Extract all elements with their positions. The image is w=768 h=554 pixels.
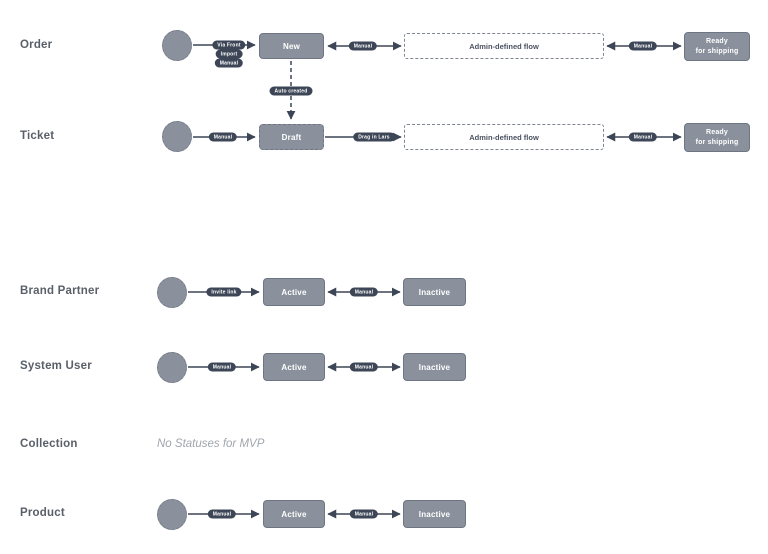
auto-created-pill: Auto created xyxy=(269,86,313,96)
product-state-active: Active xyxy=(263,500,325,528)
collection-note: No Statuses for MVP xyxy=(157,438,265,450)
brand-state-active: Active xyxy=(263,278,325,306)
row-label-product: Product xyxy=(20,507,65,519)
ticket-admin-defined-flow: Admin-defined flow xyxy=(404,124,604,150)
product-transition-manual: Manual xyxy=(207,509,237,519)
brand-transition-invite-link: Invite link xyxy=(206,287,242,297)
brand-start-node xyxy=(157,277,187,308)
ticket-transition-manual: Manual xyxy=(208,132,238,142)
sysuser-state-inactive: Inactive xyxy=(403,353,466,381)
order-transition-import: Import xyxy=(215,49,243,59)
ready-line-1: Ready xyxy=(705,38,728,46)
sysuser-state-active: Active xyxy=(263,353,325,381)
ticket-state-draft: Draft xyxy=(259,124,324,150)
product-state-inactive: Inactive xyxy=(403,500,466,528)
order-transition-manual-mid: Manual xyxy=(348,41,378,51)
sysuser-transition-manual-2: Manual xyxy=(349,362,379,372)
row-label-brand-partner: Brand Partner xyxy=(20,285,100,297)
row-label-ticket: Ticket xyxy=(20,130,55,142)
ready-line-2: for shipping xyxy=(695,138,739,146)
ready-line-2: for shipping xyxy=(695,47,739,55)
ticket-state-ready: Ready for shipping xyxy=(684,123,750,152)
order-start-node xyxy=(162,30,192,61)
row-label-collection: Collection xyxy=(20,438,78,450)
order-transition-via-front: Via Front xyxy=(212,40,246,50)
ticket-transition-manual-end: Manual xyxy=(628,132,658,142)
row-label-order: Order xyxy=(20,39,53,51)
sysuser-start-node xyxy=(157,352,187,383)
ready-line-1: Ready xyxy=(705,129,728,137)
row-label-system-user: System User xyxy=(20,360,92,372)
order-transition-manual-end: Manual xyxy=(628,41,658,51)
product-start-node xyxy=(157,499,187,530)
ticket-start-node xyxy=(162,121,192,152)
order-state-new: New xyxy=(259,33,324,59)
product-transition-manual-2: Manual xyxy=(349,509,379,519)
brand-transition-manual: Manual xyxy=(349,287,379,297)
sysuser-transition-manual: Manual xyxy=(207,362,237,372)
ticket-transition-drag: Drag in Lars xyxy=(353,132,395,142)
brand-state-inactive: Inactive xyxy=(403,278,466,306)
order-admin-defined-flow: Admin-defined flow xyxy=(404,33,604,59)
order-transition-manual: Manual xyxy=(214,58,244,68)
order-state-ready: Ready for shipping xyxy=(684,32,750,61)
